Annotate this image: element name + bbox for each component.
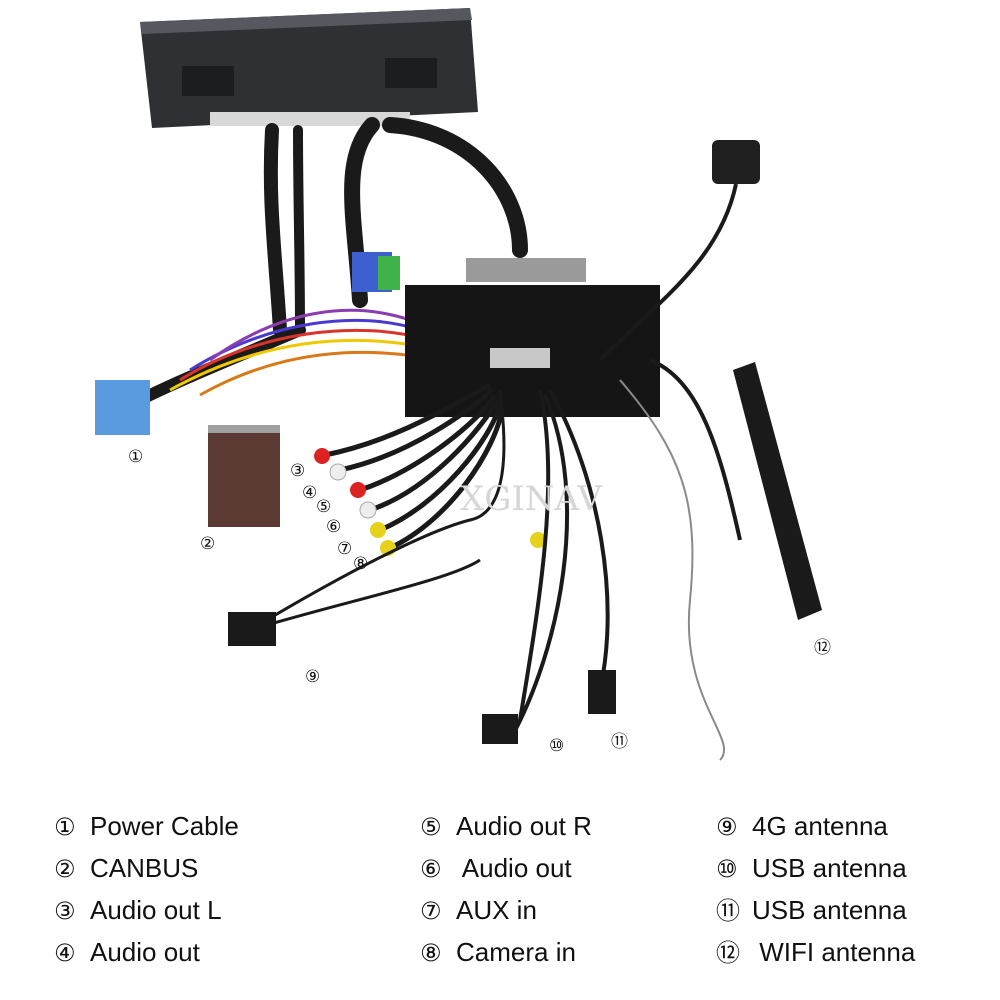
legend-number: ⑪ [716,897,740,925]
watermark: XGINAV [460,479,603,519]
legend-number: ① [54,813,76,841]
legend-item: ③ Audio out L [54,889,239,931]
canbus-box [208,425,280,527]
legend-label: WIFI antenna [752,937,916,967]
callout-6: ⑥ [326,517,341,537]
colored-wires [169,308,441,397]
wifi-antenna [649,358,822,620]
legend: ① Power Cable ② CANBUS ③ Audio out L ④ Audio… [0,805,1000,995]
usb-plug-2 [588,670,616,714]
legend-item: ⑧ Camera in [420,931,592,973]
legend-item: ⑥ Audio out [420,847,592,889]
legend-item: ⑫ WIFI antenna [716,931,915,973]
legend-number: ⑤ [420,813,442,841]
legend-number: ⑦ [420,897,442,925]
legend-number: ② [54,855,76,883]
legend-number: ④ [54,939,76,967]
legend-column-3: ⑨ 4G antenna ⑩ USB antenna ⑪ USB antenna ⑫ … [716,805,915,973]
legend-item: ⑩ USB antenna [716,847,915,889]
legend-item: ⑤ Audio out R [420,805,592,847]
legend-number: ⑩ [716,855,738,883]
legend-label: Power Cable [90,811,239,841]
legend-label: AUX in [456,895,537,925]
legend-item: ④ Audio out [54,931,239,973]
legend-number: ⑨ [716,813,738,841]
power-connector [95,252,400,435]
callout-5: ⑤ [316,497,331,517]
legend-item: ① Power Cable [54,805,239,847]
legend-number: ⑥ [420,855,442,883]
legend-label: CANBUS [90,853,199,883]
legend-item: ② CANBUS [54,847,239,889]
legend-item: ⑪ USB antenna [716,889,915,931]
callout-8: ⑧ [353,554,368,574]
callouts: ① ② ③ ④ ⑤ ⑥ ⑦ ⑧ ⑨ ⑩ ⑪ ⑫ [128,447,831,756]
legend-number: ③ [54,897,76,925]
callout-12: ⑫ [814,638,831,658]
callout-2: ② [200,534,215,554]
grey-wire [619,379,726,761]
rca-cables [314,382,546,556]
product-photo: XGINAV ① ② ③ ④ ⑤ ⑥ ⑦ ⑧ ⑨ ⑩ ⑪ ⑫ [95,8,831,761]
display-screen [140,8,478,128]
legend-label: Audio out [90,937,200,967]
legend-label: 4G antenna [752,811,888,841]
callout-4: ④ [302,483,317,503]
legend-label: USB antenna [752,895,907,925]
callout-10: ⑩ [549,736,564,756]
head-unit [405,258,660,417]
legend-label: Audio out L [90,895,222,925]
legend-label: Camera in [456,937,576,967]
usb-plug-1 [482,714,518,744]
callout-1: ① [128,447,143,467]
legend-label: Audio out [456,853,572,883]
legend-label: Audio out R [456,811,592,841]
legend-column-2: ⑤ Audio out R ⑥ Audio out ⑦ AUX in ⑧ Camera… [420,805,592,973]
legend-item: ⑦ AUX in [420,889,592,931]
callout-9: ⑨ [305,667,320,687]
callout-7: ⑦ [337,539,352,559]
mic-cable [228,389,506,646]
callout-11: ⑪ [611,732,628,752]
legend-number: ⑫ [716,939,740,967]
usb-cables [508,389,610,741]
legend-number: ⑧ [420,939,442,967]
legend-column-1: ① Power Cable ② CANBUS ③ Audio out L ④ Audio… [54,805,239,973]
callout-3: ③ [290,461,305,481]
legend-item: ⑨ 4G antenna [716,805,915,847]
gps-antenna [598,140,760,362]
legend-label: USB antenna [752,853,907,883]
